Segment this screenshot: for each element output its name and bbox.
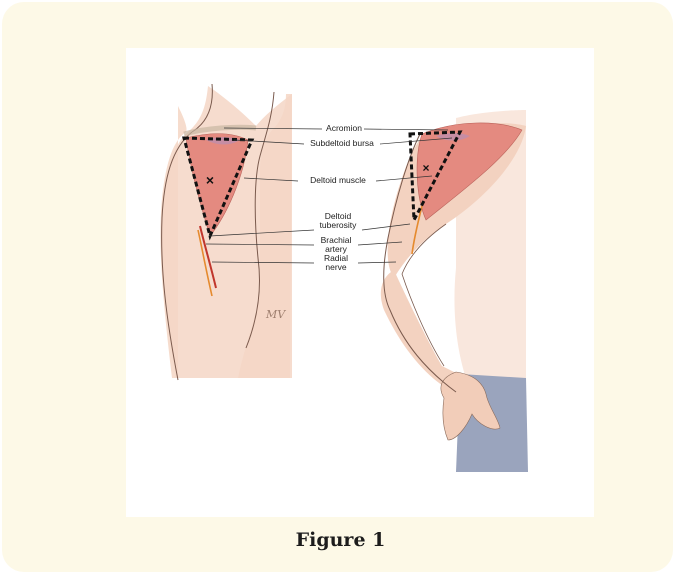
label-subdeltoid-bursa: Subdeltoid bursa [304,139,380,148]
label-deltoid-muscle: Deltoid muscle [300,176,376,185]
right-injection-site-x: × [422,161,429,175]
figure-illustration: × MV × [126,48,594,517]
anatomy-svg: × MV × [126,48,594,517]
label-radial-nerve-line2: nerve [314,263,358,272]
left-injection-site-x: × [206,172,214,188]
right-shoulder-view: × [381,110,528,472]
label-acromion: Acromion [322,124,366,133]
label-deltoid-tuberosity-line2: tuberosity [314,221,362,230]
signature-mark: MV [265,308,286,321]
figure-caption: Figure 1 [2,529,677,551]
